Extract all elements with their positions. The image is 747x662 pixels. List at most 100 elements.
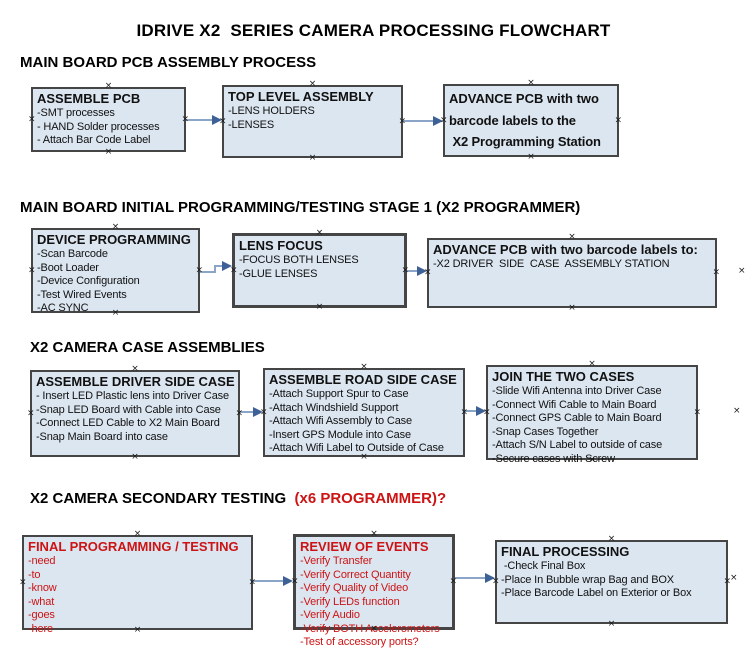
box-title: FINAL PROCESSING (501, 544, 630, 559)
connection-point-marker: × (131, 452, 139, 462)
box-item: -LENS HOLDERS (228, 105, 315, 117)
box-items: -FOCUS BOTH LENSES-GLUE LENSES (239, 254, 401, 281)
box-title: ASSEMBLE ROAD SIDE CASE (269, 372, 457, 387)
connection-point-marker: × (315, 302, 324, 312)
connector-arrow (253, 576, 293, 586)
box-item: -Boot Loader (37, 261, 99, 274)
box-items: -SMT processes- HAND Solder processes- A… (37, 107, 181, 148)
flow-box-top-level-assembly: TOP LEVEL ASSEMBLY -LENS HOLDERS-LENSES … (219, 80, 406, 163)
box-item: -LENSES (228, 118, 275, 131)
box-item: -Verify LEDs function (300, 595, 400, 608)
connection-point-marker: × (568, 232, 576, 242)
box-title: ASSEMBLE DRIVER SIDE CASE (36, 374, 235, 389)
box-item: -Place In Bubble wrap Bag and BOX (501, 573, 674, 586)
box-item: -here (28, 622, 53, 635)
connection-point-marker: × (730, 573, 738, 583)
box-items: -Scan Barcode-Boot Loader-Device Configu… (37, 248, 195, 316)
section-header-black-part: X2 CAMERA SECONDARY TESTING (30, 490, 291, 507)
box-item: -Snap Cases Together (492, 425, 599, 438)
connection-point-marker: × (723, 576, 731, 587)
box-title: REVIEW OF EVENTS (300, 539, 429, 554)
box-item: -Device Configuration (37, 275, 140, 287)
box-items: barcode labels to the X2 Programming Sta… (449, 110, 614, 152)
connection-point-marker: × (712, 267, 720, 278)
flow-box-assemble-road-side-case: ASSEMBLE ROAD SIDE CASE -Attach Support … (260, 363, 468, 462)
flow-box-lens-focus: LENS FOCUS -FOCUS BOTH LENSES-GLUE LENSE… (230, 229, 409, 312)
box-item: -SMT processes (37, 107, 115, 119)
flow-box-join-the-two-cases: JOIN THE TWO CASES -Slide Wifi Antenna i… (483, 360, 701, 465)
box-items: - Insert LED Plastic lens into Driver Ca… (36, 390, 235, 444)
box-item: -Scan Barcode (37, 248, 108, 260)
box-item: -Place Barcode Label on Exterior or Box (501, 587, 692, 599)
box-items: -need-to-know-what-goes-here (28, 555, 248, 636)
box-item: -Attach Wifi Assembly to Case (269, 415, 412, 427)
box-item: -goes (28, 609, 55, 621)
box-item: -X2 DRIVER SIDE CASE ASSEMBLY STATION (433, 258, 670, 270)
section-header-pcb-assembly: MAIN BOARD PCB ASSEMBLY PROCESS (20, 54, 317, 71)
box-item: -Insert GPS Module into Case (269, 428, 411, 441)
box-item: -Verify Transfer (300, 555, 373, 567)
connection-point-marker: × (308, 153, 317, 163)
box-item: -Connect LED Cable to X2 Main Board (36, 417, 220, 429)
connection-point-marker: × (693, 407, 701, 417)
box-item: - HAND Solder processes (37, 120, 160, 133)
box-title: TOP LEVEL ASSEMBLY (228, 89, 374, 104)
connection-point-marker: × (28, 114, 36, 124)
box-items: -LENS HOLDERS-LENSES (228, 105, 398, 132)
box-title: ASSEMBLE PCB (37, 91, 141, 106)
box-item: -AC SYNC (37, 302, 89, 314)
connection-point-marker: × (27, 408, 35, 418)
box-item: -Attach Wifi Label to Outside of Case (269, 442, 444, 454)
connector-arrow (240, 407, 263, 417)
section-header-secondary-testing: X2 CAMERA SECONDARY TESTING (x6 PROGRAMM… (30, 490, 446, 507)
connection-point-marker: × (308, 79, 317, 89)
box-item: -to (28, 568, 41, 581)
box-item: -Attach Support Spur to Case (269, 388, 409, 400)
connection-point-marker: × (104, 81, 113, 91)
connection-point-marker: × (111, 222, 120, 232)
section-header-initial-programming: MAIN BOARD INITIAL PROGRAMMING/TESTING S… (20, 199, 581, 216)
connector-arrow (403, 116, 443, 126)
box-title: LENS FOCUS (239, 238, 323, 253)
connection-point-marker: × (738, 266, 746, 276)
connection-point-marker: × (568, 303, 576, 313)
connection-point-marker: × (131, 364, 139, 374)
flow-box-advance-pcb-to-programming-station: ADVANCE PCB with two barcode labels to t… (440, 79, 622, 162)
page-title: IDRIVE X2 SERIES CAMERA PROCESSING FLOWC… (136, 21, 611, 40)
box-item: -Attach Windshield Support (269, 401, 399, 414)
connection-point-marker: × (370, 529, 378, 539)
box-items: -Attach Support Spur to Case-Attach Wind… (269, 388, 460, 456)
flow-box-final-programming-testing: FINAL PROGRAMMING / TESTING -need-to-kno… (19, 530, 256, 635)
box-title: ADVANCE PCB with two barcode labels to: (433, 242, 698, 257)
box-item: -GLUE LENSES (239, 267, 318, 280)
connector-arrow (186, 115, 222, 125)
box-items: -Check Final Box-Place In Bubble wrap Ba… (501, 560, 723, 601)
connection-point-marker: × (28, 265, 36, 275)
box-item: -Verify Audio (300, 609, 360, 621)
connection-point-marker: × (133, 529, 142, 539)
connection-point-marker: × (315, 228, 324, 238)
flow-box-review-of-events: REVIEW OF EVENTS -Verify Transfer-Verify… (291, 530, 457, 649)
section-header-case-assemblies: X2 CAMERA CASE ASSEMBLIES (30, 339, 265, 356)
box-item: -need (28, 555, 56, 567)
flow-box-final-processing: FINAL PROCESSING -Check Final Box-Place … (492, 535, 731, 629)
flow-box-device-programming: DEVICE PROGRAMMING -Scan Barcode-Boot Lo… (28, 223, 203, 318)
box-item: -Verify Quality of Video (300, 582, 409, 594)
box-title: JOIN THE TWO CASES (492, 369, 635, 384)
box-item: -Attach S/N Label to outside of case (492, 439, 663, 451)
box-item: -Snap LED Board with Cable into Case (36, 403, 221, 416)
box-item: -Test Wired Events (37, 288, 127, 301)
box-items: -X2 DRIVER SIDE CASE ASSEMBLY STATION (433, 258, 712, 272)
connection-point-marker: × (104, 147, 113, 157)
connection-point-marker: × (527, 152, 535, 162)
connection-point-marker: × (607, 534, 616, 544)
box-item: X2 Programming Station (449, 134, 601, 149)
box-item: -Secure cases with Screw (492, 452, 615, 465)
connection-point-marker: × (360, 362, 368, 372)
box-items: -Verify Transfer-Verify Correct Quantity… (300, 555, 449, 650)
box-item: -what (28, 595, 55, 608)
connection-point-marker: × (733, 406, 741, 416)
connection-point-marker: × (19, 577, 27, 587)
flow-box-assemble-pcb: ASSEMBLE PCB -SMT processes- HAND Solder… (28, 82, 189, 157)
